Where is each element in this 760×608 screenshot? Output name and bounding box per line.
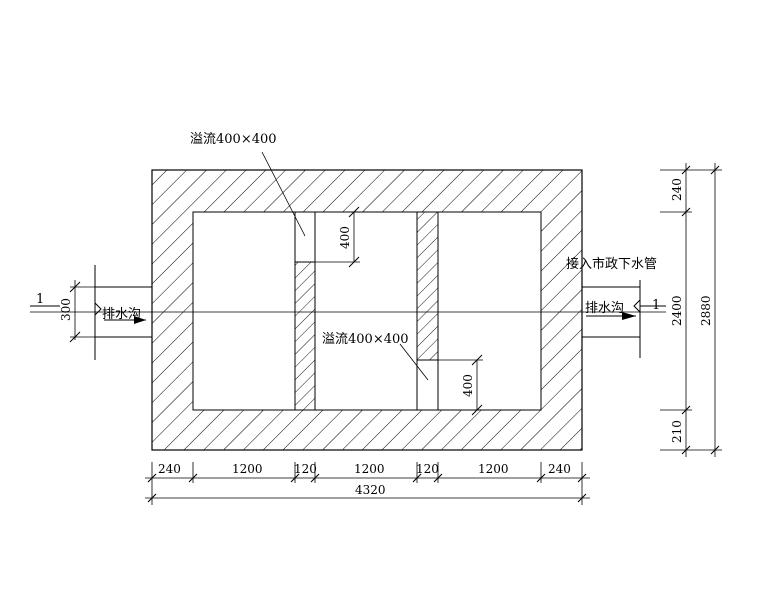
outer-wall	[151, 169, 583, 451]
section-label-right: 1	[652, 298, 660, 313]
right-dimension-chain: 240 2400 210 2880	[660, 163, 722, 457]
overflow-label-mid: 溢流400×400	[322, 332, 409, 347]
dim-bottom-5: 120	[416, 462, 439, 476]
dim-bottom-1: 240	[158, 462, 181, 476]
dim-right-1: 240	[670, 178, 684, 201]
section-line: 1 1	[30, 292, 666, 313]
dim-total-height: 2880	[699, 295, 713, 326]
dim-bottom-2: 1200	[232, 462, 263, 476]
opening-dim-top: 400	[315, 206, 360, 268]
opening-dim-bottom: 400	[438, 354, 483, 416]
overflow-label-top: 溢流400×400	[190, 132, 277, 147]
dim-right-2: 2400	[670, 295, 684, 326]
partition-wall-left	[294, 212, 316, 410]
inlet-label: 排水沟	[102, 307, 141, 322]
partition-wall-right	[416, 212, 439, 410]
section-label-left: 1	[36, 292, 44, 307]
dim-bottom-4: 1200	[354, 462, 385, 476]
outlet-channel: 排水沟 接入市政下水管	[566, 256, 657, 358]
inlet-height-dim: 300	[59, 280, 95, 343]
overflow-callout-top: 溢流400×400	[190, 132, 306, 237]
dim-bottom-3: 120	[294, 462, 317, 476]
opening-dim-top-value: 400	[338, 226, 352, 249]
dim-total-width: 4320	[355, 483, 386, 497]
inlet-height-value: 300	[59, 298, 73, 321]
dim-bottom-7: 240	[548, 462, 571, 476]
outlet-label: 排水沟	[585, 301, 624, 316]
municipal-pipe-label: 接入市政下水管	[566, 256, 657, 272]
dim-right-3: 210	[670, 420, 684, 443]
overflow-callout-mid: 溢流400×400	[322, 332, 429, 381]
opening-dim-bottom-value: 400	[461, 374, 475, 397]
bottom-dimension-chain: 240 1200 120 1200 120 1200 240 4320	[145, 462, 590, 505]
dim-bottom-6: 1200	[478, 462, 509, 476]
inlet-channel: 排水沟	[94, 265, 152, 360]
